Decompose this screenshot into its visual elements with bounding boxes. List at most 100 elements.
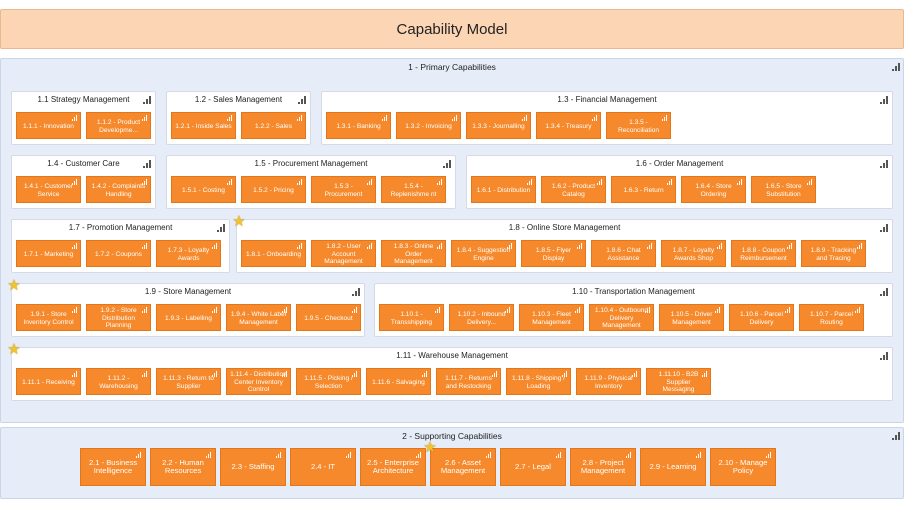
capability-box[interactable]: 1.11.2 - Warehousing [86, 368, 151, 395]
chart-icon[interactable] [416, 452, 422, 458]
chart-icon[interactable] [352, 307, 358, 313]
chart-icon[interactable] [282, 307, 288, 313]
capability-box[interactable]: 1.11.1 - Receiving [16, 368, 81, 395]
capability-box[interactable]: 1.3.2 - Invoicing [396, 112, 461, 139]
chart-icon[interactable] [715, 307, 721, 313]
chart-icon[interactable] [217, 224, 225, 232]
capability-box[interactable]: 1.8.5 - Flyer Display [521, 240, 586, 267]
chart-icon[interactable] [212, 307, 218, 313]
capability-box[interactable]: 1.7.3 - Loyalty Awards [156, 240, 221, 267]
chart-icon[interactable] [212, 243, 218, 249]
capability-box[interactable]: 2.4 - IT [290, 448, 356, 486]
chart-icon[interactable] [702, 371, 708, 377]
chart-icon[interactable] [72, 179, 78, 185]
chart-icon[interactable] [298, 96, 306, 104]
capability-box[interactable]: 1.6.4 - Store Ordering [681, 176, 746, 203]
chart-icon[interactable] [443, 160, 451, 168]
chart-icon[interactable] [143, 96, 151, 104]
capability-box[interactable]: 1.3.4 - Treasury [536, 112, 601, 139]
chart-icon[interactable] [647, 243, 653, 249]
chart-icon[interactable] [435, 307, 441, 313]
chart-icon[interactable] [880, 288, 888, 296]
capability-box[interactable]: 1.10.7 - Parcel Routing [799, 304, 864, 331]
capability-box[interactable]: 1.9.5 - Checkout [296, 304, 361, 331]
capability-box[interactable]: 1.8.8 - Coupon Reimbursement [731, 240, 796, 267]
chart-icon[interactable] [367, 243, 373, 249]
capability-box[interactable]: 2.6 - Asset Management [430, 448, 496, 486]
capability-box[interactable]: 2.8 - Project Management [570, 448, 636, 486]
capability-box[interactable]: 1.10.4 - Outbound Delivery Management [589, 304, 654, 331]
chart-icon[interactable] [437, 179, 443, 185]
capability-box[interactable]: 1.6.1 - Distribution [471, 176, 536, 203]
capability-box[interactable]: 1.6.5 - Store Substitution [751, 176, 816, 203]
chart-icon[interactable] [892, 63, 900, 71]
chart-icon[interactable] [136, 452, 142, 458]
chart-icon[interactable] [577, 243, 583, 249]
chart-icon[interactable] [352, 371, 358, 377]
capability-box[interactable]: 1.7.1 - Marketing [16, 240, 81, 267]
chart-icon[interactable] [880, 224, 888, 232]
capability-box[interactable]: 1.11.8 - Shipping / Loading [506, 368, 571, 395]
chart-icon[interactable] [562, 371, 568, 377]
chart-icon[interactable] [437, 243, 443, 249]
capability-box[interactable]: 2.7 - Legal [500, 448, 566, 486]
capability-box[interactable]: 1.3.1 - Banking [326, 112, 391, 139]
capability-box[interactable]: 1.11.10 - B2B Supplier Messaging [646, 368, 711, 395]
capability-box[interactable]: 1.8.2 - User Account Management [311, 240, 376, 267]
capability-box[interactable]: 1.11.6 - Salvaging [366, 368, 431, 395]
capability-box[interactable]: 1.10.2 - Inbound Delivery... [449, 304, 514, 331]
chart-icon[interactable] [880, 96, 888, 104]
capability-box[interactable]: 1.11.5 - Picking / Selection [296, 368, 361, 395]
chart-icon[interactable] [72, 371, 78, 377]
chart-icon[interactable] [72, 307, 78, 313]
chart-icon[interactable] [626, 452, 632, 458]
chart-icon[interactable] [507, 243, 513, 249]
capability-box[interactable]: 2.1 - Business Intelligence [80, 448, 146, 486]
chart-icon[interactable] [276, 452, 282, 458]
capability-box[interactable]: 1.4.1 - Customer Service [16, 176, 81, 203]
capability-box[interactable]: 1.11.9 - Physical Inventory [576, 368, 641, 395]
chart-icon[interactable] [880, 352, 888, 360]
chart-icon[interactable] [346, 452, 352, 458]
capability-box[interactable]: 1.11.3 - Return to Supplier [156, 368, 221, 395]
chart-icon[interactable] [505, 307, 511, 313]
chart-icon[interactable] [662, 115, 668, 121]
chart-icon[interactable] [522, 115, 528, 121]
capability-box[interactable]: 2.5 - Enterprise Architecture [360, 448, 426, 486]
chart-icon[interactable] [737, 179, 743, 185]
chart-icon[interactable] [527, 179, 533, 185]
capability-box[interactable]: 1.8.1 - Onboarding [241, 240, 306, 267]
capability-box[interactable]: 2.3 - Staffing [220, 448, 286, 486]
chart-icon[interactable] [880, 160, 888, 168]
capability-box[interactable]: 2.9 - Learning [640, 448, 706, 486]
capability-box[interactable]: 1.11.4 - Distribution Center Inventory C… [226, 368, 291, 395]
capability-box[interactable]: 1.7.2 - Coupons [86, 240, 151, 267]
chart-icon[interactable] [382, 115, 388, 121]
chart-icon[interactable] [422, 371, 428, 377]
capability-box[interactable]: 1.8.9 - Tracking and Tracing [801, 240, 866, 267]
chart-icon[interactable] [696, 452, 702, 458]
chart-icon[interactable] [142, 371, 148, 377]
capability-box[interactable]: 1.5.1 - Costing [171, 176, 236, 203]
chart-icon[interactable] [855, 307, 861, 313]
chart-icon[interactable] [352, 288, 360, 296]
capability-box[interactable]: 1.9.2 - Store Distribution Planning [86, 304, 151, 331]
chart-icon[interactable] [142, 243, 148, 249]
chart-icon[interactable] [807, 179, 813, 185]
chart-icon[interactable] [142, 115, 148, 121]
capability-box[interactable]: 1.2.1 - Inside Sales [171, 112, 236, 139]
chart-icon[interactable] [452, 115, 458, 121]
capability-box[interactable]: 1.3.3 - Journalling [466, 112, 531, 139]
capability-box[interactable]: 1.8.6 - Chat Assistance [591, 240, 656, 267]
chart-icon[interactable] [367, 179, 373, 185]
chart-icon[interactable] [645, 307, 651, 313]
chart-icon[interactable] [787, 243, 793, 249]
capability-box[interactable]: 1.8.3 - Online Order Management [381, 240, 446, 267]
